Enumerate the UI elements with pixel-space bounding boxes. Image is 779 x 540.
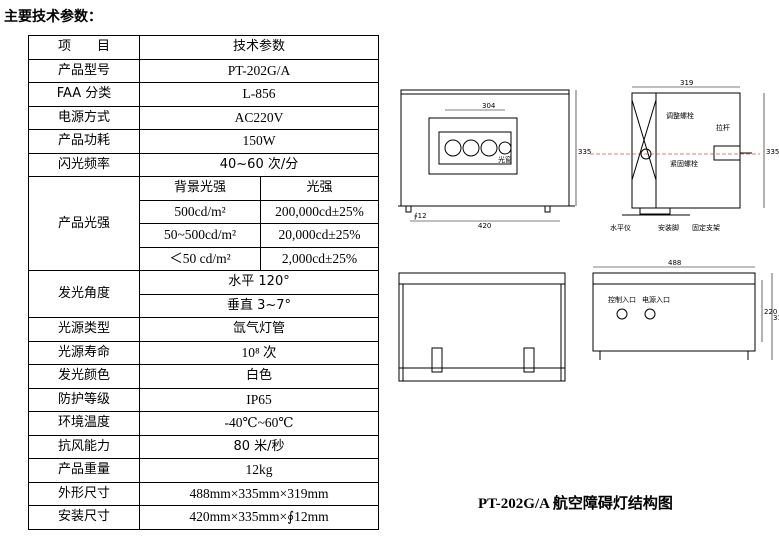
intensity-val-3: 2,000cd±25% bbox=[259, 246, 380, 271]
power-value: 150W bbox=[138, 129, 380, 154]
intensity-val-2: 20,000cd±25% bbox=[259, 223, 380, 248]
table-row: 防护等级 IP65 bbox=[28, 387, 380, 412]
intensity-bg-3: ＜50 cd/m² bbox=[139, 246, 261, 271]
top-label-control: 控制入口 bbox=[608, 295, 636, 304]
color-label: 发光颜色 bbox=[28, 364, 140, 389]
angle-label: 发光角度 bbox=[28, 270, 140, 318]
flash-value: 40~60 次/分 bbox=[138, 152, 380, 177]
table-row: 外形尺寸 488mm×335mm×319mm bbox=[28, 481, 380, 506]
temp-label: 环境温度 bbox=[28, 411, 140, 436]
table-row: 闪光频率 40~60 次/分 bbox=[28, 152, 380, 177]
side-top-dim: 319 bbox=[680, 79, 693, 87]
side-label-adjust: 调整螺栓 bbox=[666, 111, 694, 120]
model-label: 产品型号 bbox=[28, 58, 140, 83]
power-mode-label: 电源方式 bbox=[28, 105, 140, 130]
weight-label: 产品重量 bbox=[28, 458, 140, 483]
mount-label: 安装尺寸 bbox=[28, 505, 140, 530]
model-value: PT-202G/A bbox=[138, 58, 380, 83]
front-window-label: 光窗 bbox=[498, 155, 512, 164]
flash-label: 闪光频率 bbox=[28, 152, 140, 177]
table-row: 产品光强 背景光强 光强 bbox=[28, 176, 380, 271]
wind-value: 80 米/秒 bbox=[138, 434, 380, 459]
table-row: 环境温度 -40℃~60℃ bbox=[28, 411, 380, 436]
table-row: 发光角度 水平 120° bbox=[28, 270, 380, 318]
table-row: FAA 分类 L-856 bbox=[28, 82, 380, 107]
intensity-val-1: 200,000cd±25% bbox=[259, 199, 380, 224]
front-right-dim: 335 bbox=[578, 148, 591, 156]
side-label-leg: 安装脚 bbox=[658, 223, 679, 232]
intensity-col-bg: 背景光强 bbox=[139, 176, 261, 201]
table-row: 光源寿命 10⁸ 次 bbox=[28, 340, 380, 365]
structure-drawing: 304 335 420 ∮12 光窗 319 335 调整螺栓 拉杆 紧固螺栓 … bbox=[398, 79, 779, 382]
top-label-power: 电源入口 bbox=[642, 295, 670, 304]
table-row: 发光颜色 白色 bbox=[28, 364, 380, 389]
front-hole-label: ∮12 bbox=[414, 212, 427, 220]
drawing-caption: PT-202G/A 航空障碍灯结构图 bbox=[478, 496, 673, 512]
table-row: 产品重量 12kg bbox=[28, 458, 380, 483]
side-label-base: 固定支架 bbox=[692, 223, 720, 232]
faa-value: L-856 bbox=[138, 82, 380, 107]
angle-h: 水平 120° bbox=[138, 270, 380, 295]
size-value: 488mm×335mm×319mm bbox=[138, 481, 380, 506]
bottom-right-view bbox=[592, 266, 773, 360]
spec-table: 项 目 技术参数 产品型号 PT-202G/A FAA 分类 L-856 电源方… bbox=[28, 35, 380, 530]
side-label-lock: 拉杆 bbox=[716, 123, 730, 132]
size-label: 外形尺寸 bbox=[28, 481, 140, 506]
front-bottom-dim: 420 bbox=[478, 222, 491, 230]
section-heading: 主要技术参数： bbox=[4, 9, 102, 25]
ip-value: IP65 bbox=[138, 387, 380, 412]
table-row: 产品功耗 150W bbox=[28, 129, 380, 154]
angle-v: 垂直 3~7° bbox=[138, 293, 380, 318]
table-row: ＜50 cd/m² 2,000cd±25% bbox=[29, 246, 380, 271]
power-mode-value: AC220V bbox=[138, 105, 380, 130]
side-view bbox=[590, 86, 765, 216]
header-value: 技术参数 bbox=[138, 35, 380, 60]
ip-label: 防护等级 bbox=[28, 387, 140, 412]
temp-value: -40℃~60℃ bbox=[138, 411, 380, 436]
intensity-bg-1: 500cd/m² bbox=[139, 199, 261, 224]
color-value: 白色 bbox=[138, 364, 380, 389]
side-label-level: 水平仪 bbox=[610, 223, 631, 232]
faa-label: FAA 分类 bbox=[28, 82, 140, 107]
table-row: 安装尺寸 420mm×335mm×∮12mm bbox=[28, 505, 380, 530]
bottom-left-view bbox=[398, 272, 566, 382]
table-header-row: 项 目 技术参数 bbox=[28, 35, 380, 60]
table-row: 500cd/m² 200,000cd±25% bbox=[29, 199, 380, 224]
life-value: 10⁸ 次 bbox=[138, 340, 380, 365]
intensity-label: 产品光强 bbox=[28, 176, 140, 271]
source-type-label: 光源类型 bbox=[28, 317, 140, 342]
table-row: 垂直 3~7° bbox=[29, 293, 380, 318]
front-view bbox=[398, 89, 577, 222]
header-item: 项 目 bbox=[28, 35, 140, 60]
top-width-dim: 488 bbox=[668, 259, 681, 267]
table-row: 光源类型 氙气灯管 bbox=[28, 317, 380, 342]
source-type-value: 氙气灯管 bbox=[138, 317, 380, 342]
intensity-bg-2: 50~500cd/m² bbox=[139, 223, 261, 248]
table-row: 50~500cd/m² 20,000cd±25% bbox=[29, 223, 380, 248]
intensity-col-int: 光强 bbox=[259, 176, 380, 201]
side-right-dim: 335 bbox=[766, 148, 779, 156]
life-label: 光源寿命 bbox=[28, 340, 140, 365]
top-height-dim-2: 319 bbox=[773, 314, 779, 322]
mount-value: 420mm×335mm×∮12mm bbox=[138, 505, 380, 530]
front-top-dim: 304 bbox=[482, 102, 496, 110]
table-row: 产品型号 PT-202G/A bbox=[28, 58, 380, 83]
wind-label: 抗风能力 bbox=[28, 434, 140, 459]
top-height-dim-1: 220 bbox=[764, 308, 777, 316]
weight-value: 12kg bbox=[138, 458, 380, 483]
side-label-fasten: 紧固螺栓 bbox=[670, 159, 698, 168]
power-label: 产品功耗 bbox=[28, 129, 140, 154]
table-row: 电源方式 AC220V bbox=[28, 105, 380, 130]
table-row: 抗风能力 80 米/秒 bbox=[28, 434, 380, 459]
